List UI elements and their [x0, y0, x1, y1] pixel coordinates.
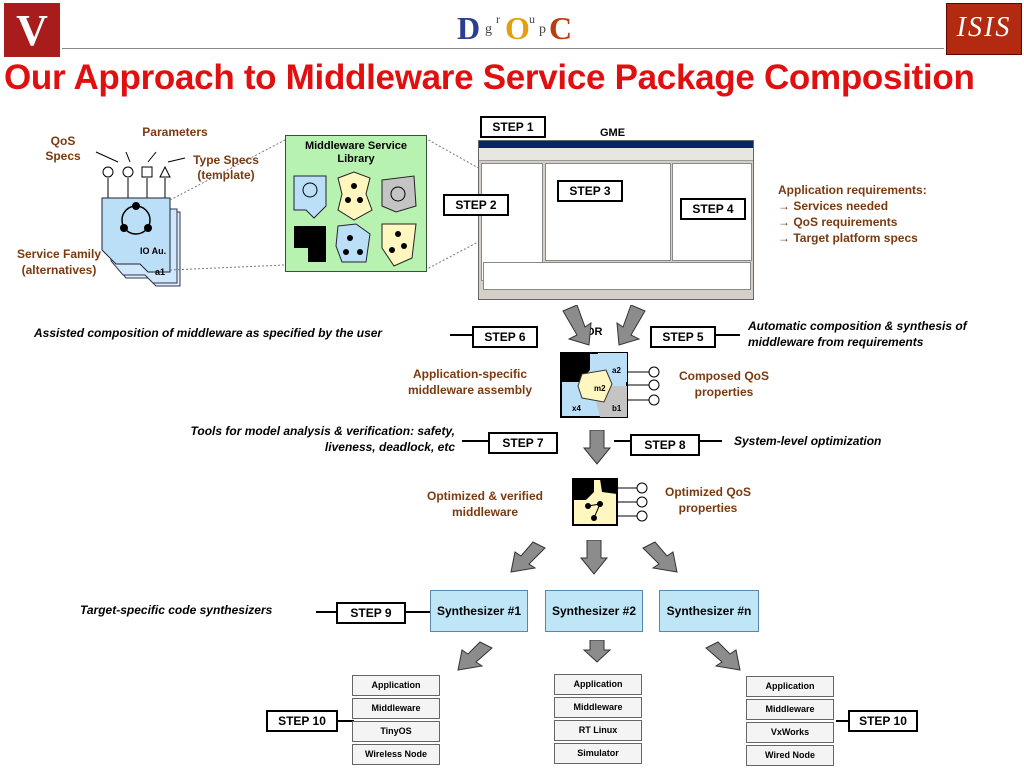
step-3: STEP 3 — [557, 180, 623, 202]
step-9: STEP 9 — [336, 602, 406, 624]
gme-window — [478, 140, 754, 300]
step6-connector — [450, 334, 472, 336]
stack-layer: Middleware — [554, 697, 642, 718]
step8-connector-right — [700, 440, 722, 442]
a1-label: a1 — [155, 267, 166, 277]
target-stack-rtlinux: Application Middleware RT Linux Simulato… — [554, 674, 642, 766]
step-8: STEP 8 — [630, 434, 700, 456]
step10-left-connector — [338, 720, 354, 722]
automatic-composition-label: Automatic composition & synthesis of mid… — [748, 319, 967, 349]
piece-m2-label: m2 — [594, 384, 606, 393]
vanderbilt-logo: V — [4, 3, 60, 57]
middleware-service-library: Middleware Service Library — [285, 135, 427, 272]
doc-logo-u: u — [529, 12, 535, 26]
target-arrows — [457, 640, 741, 671]
assisted-composition-label: Assisted composition of middleware as sp… — [34, 326, 383, 340]
synthesizers-label: Target-specific code synthesizers — [80, 603, 273, 617]
composed-qos-label: Composed QoS properties — [678, 369, 769, 399]
step9-connector-left — [316, 611, 336, 613]
requirements-title: Application requirements: — [778, 183, 927, 197]
doc-logo-d: D — [457, 10, 481, 46]
library-title: Middleware Service Library — [304, 140, 408, 165]
isis-logo-text: ISIS — [956, 12, 1012, 43]
analysis-arrow — [582, 430, 612, 465]
step10-right-connector — [836, 720, 850, 722]
optimized-middleware-label: Optimized & verified middleware — [426, 489, 544, 519]
step8-connector-left — [614, 440, 630, 442]
library-pieces — [293, 171, 417, 267]
piece-b1-label: b1 — [612, 404, 622, 413]
vanderbilt-logo-letter: V — [16, 6, 48, 55]
optimized-qos-label: Optimized QoS properties — [664, 485, 751, 515]
target-stack-tinyos: Application Middleware TinyOS Wireless N… — [352, 675, 440, 767]
piece-x4-label: x4 — [572, 404, 581, 413]
stack-layer: Application — [352, 675, 440, 696]
doc-logo-c: C — [549, 10, 573, 46]
doc-group-logo: D g r O u p C — [455, 10, 575, 46]
composed-assembly — [560, 352, 660, 418]
step-6: STEP 6 — [472, 326, 538, 348]
gme-toolbar — [479, 148, 753, 161]
stack-layer: VxWorks — [746, 722, 834, 743]
system-optimization-label: System-level optimization — [734, 434, 882, 448]
requirements-block: Application requirements: → Services nee… — [778, 182, 958, 246]
gme-titlebar — [479, 141, 753, 148]
io-au-label: IO Au. — [140, 246, 167, 256]
step-10-right: STEP 10 — [848, 710, 918, 732]
service-family-label: Service Family (alternatives) — [16, 247, 102, 277]
stack-layer: Middleware — [352, 698, 440, 719]
requirement-platform: → Target platform specs — [778, 231, 918, 245]
stack-layer: TinyOS — [352, 721, 440, 742]
step-2: STEP 2 — [443, 194, 509, 216]
doc-logo-o: O — [505, 10, 530, 46]
piece-a2-label: a2 — [612, 366, 621, 375]
synthesizer-1: Synthesizer #1 — [430, 590, 528, 632]
gme-model-pane — [545, 163, 671, 261]
doc-logo-p: p — [539, 22, 546, 37]
stack-layer: Application — [746, 676, 834, 697]
step7-connector — [462, 440, 488, 442]
optimized-assembly — [572, 478, 648, 526]
service-family-diagram — [95, 151, 186, 287]
header-rule — [62, 48, 944, 49]
step-10-left: STEP 10 — [266, 710, 338, 732]
requirement-services: → Services needed — [778, 199, 889, 213]
step9-connector-right — [406, 611, 430, 613]
stack-layer: Wireless Node — [352, 744, 440, 765]
synthesizer-n: Synthesizer #n — [659, 590, 759, 632]
type-specs-label: Type Specs (template) — [193, 153, 259, 182]
parameters-label: Parameters — [142, 125, 208, 139]
analysis-tools-label: Tools for model analysis & verification:… — [190, 424, 455, 454]
step-1: STEP 1 — [480, 116, 546, 138]
stack-layer: Wired Node — [746, 745, 834, 766]
step5-connector — [716, 334, 740, 336]
assembly-label: Application-specific middleware assembly — [407, 367, 533, 397]
synthesizer-2: Synthesizer #2 — [545, 590, 643, 632]
step-5: STEP 5 — [650, 326, 716, 348]
synthesis-arrows — [510, 540, 678, 575]
requirement-qos: → QoS requirements — [778, 215, 898, 229]
stack-layer: Application — [554, 674, 642, 695]
page-title: Our Approach to Middleware Service Packa… — [4, 58, 975, 97]
gme-parts-pane — [483, 262, 751, 290]
qos-specs-label: QoS Specs — [45, 134, 81, 163]
composition-arrows — [562, 305, 646, 346]
doc-logo-r: r — [496, 12, 500, 26]
step-7: STEP 7 — [488, 432, 558, 454]
target-stack-vxworks: Application Middleware VxWorks Wired Nod… — [746, 676, 834, 768]
gme-label: GME — [600, 127, 626, 139]
gme-browser-pane — [481, 163, 543, 281]
step-4: STEP 4 — [680, 198, 746, 220]
doc-logo-g: g — [485, 22, 492, 37]
isis-logo: ISIS — [946, 3, 1022, 55]
stack-layer: RT Linux — [554, 720, 642, 741]
library-connector-lines — [169, 137, 483, 271]
stack-layer: Simulator — [554, 743, 642, 764]
stack-layer: Middleware — [746, 699, 834, 720]
